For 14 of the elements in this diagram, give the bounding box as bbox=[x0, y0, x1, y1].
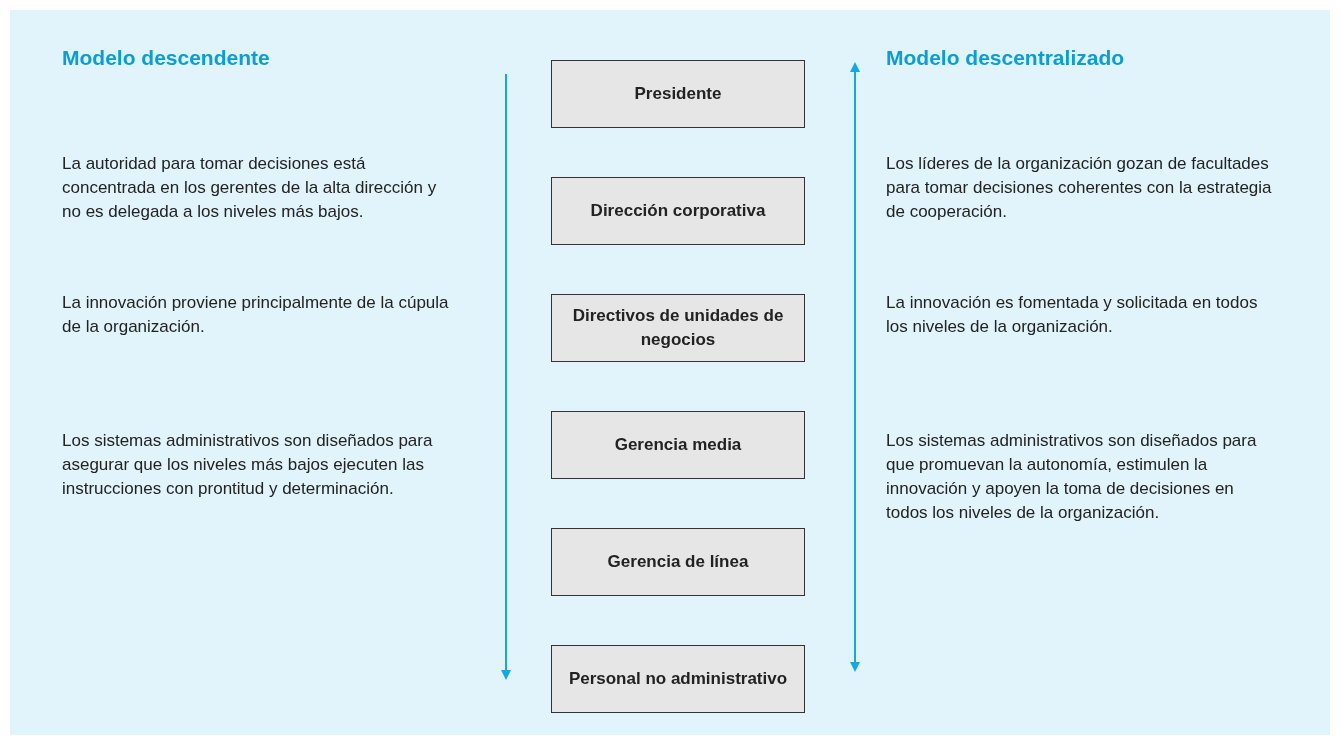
level-box: Gerencia media bbox=[551, 411, 805, 479]
level-box: Dirección corporativa bbox=[551, 177, 805, 245]
level-box: Directivos de unidades de negocios bbox=[551, 294, 805, 362]
description-text: Los líderes de la organización gozan de facultades para tomar decisiones coherentes con la estrategia de cooperación. bbox=[886, 153, 1273, 223]
level-box: Presidente bbox=[551, 60, 805, 128]
level-box: Gerencia de línea bbox=[551, 528, 805, 596]
description-text: Los sistemas administrativos son diseñados para que promuevan la autonomía, estimulen la innovación y apoyen la toma de decisiones en todos los niveles de la organización. bbox=[886, 430, 1258, 524]
level-box: Personal no administrativo bbox=[551, 645, 805, 713]
column-heading: Modelo descendente bbox=[62, 46, 271, 70]
description-text: La innovación es fomentada y solicitada en todos los niveles de la organización. bbox=[886, 292, 1259, 338]
description-text: Los sistemas administrativos son diseñados para asegurar que los niveles más bajos ejecuten las instrucciones con prontitud y determinación. bbox=[62, 430, 434, 500]
description-text: La autoridad para tomar decisiones está concentrada en los gerentes de la alta dirección y no es delegada a los niveles más bajos. bbox=[62, 153, 438, 223]
column-heading: Modelo descentralizado bbox=[886, 46, 1126, 70]
description-text: La innovación proviene principalmente de la cúpula de la organización. bbox=[62, 292, 450, 338]
